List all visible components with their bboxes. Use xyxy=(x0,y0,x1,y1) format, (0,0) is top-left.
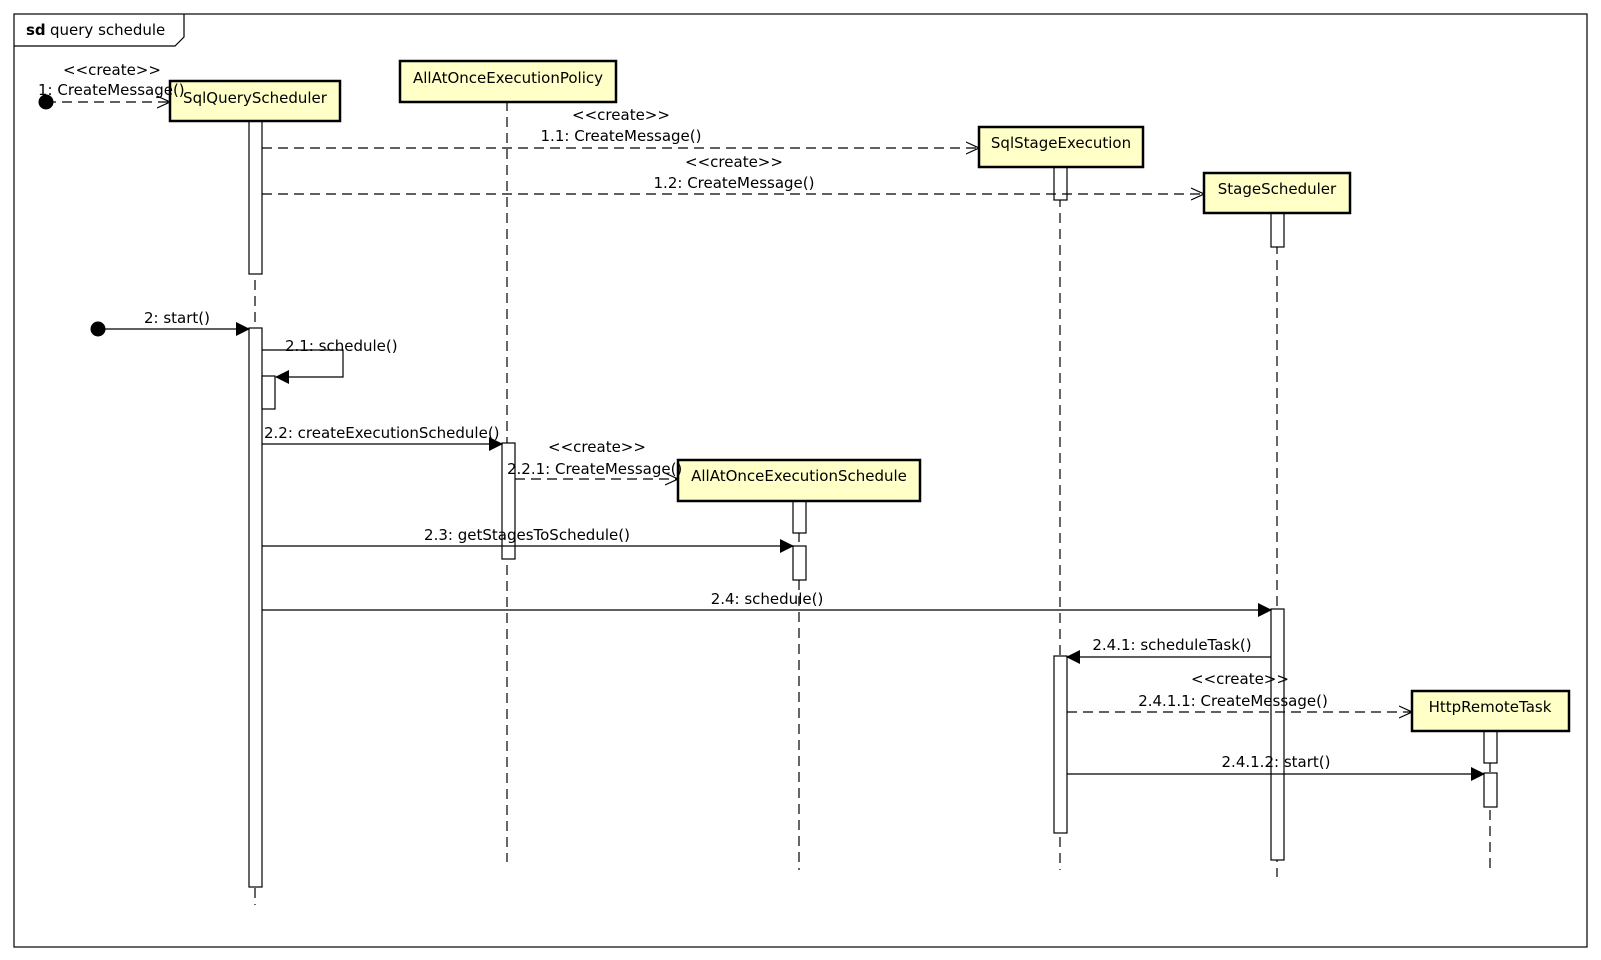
message-label: 2: start() xyxy=(144,309,210,327)
message-stereotype: <<create>> xyxy=(685,153,783,171)
message-label: 2.4.1.1: CreateMessage() xyxy=(1138,692,1328,710)
activation-bar xyxy=(792,545,807,581)
lifeline-box-sched[interactable]: AllAtOnceExecutionSchedule xyxy=(676,458,922,503)
lifeline-box-policy[interactable]: AllAtOnceExecutionPolicy xyxy=(398,59,618,104)
message-label: 2.3: getStagesToSchedule() xyxy=(424,526,630,544)
message-stereotype: <<create>> xyxy=(548,438,646,456)
lifeline-box-ss[interactable]: StageScheduler xyxy=(1202,171,1352,215)
message-stereotype: <<create>> xyxy=(572,106,670,124)
activation-bar xyxy=(1053,655,1068,834)
message-label: 1: CreateMessage() xyxy=(38,81,185,99)
message-label: 2.2: createExecutionSchedule() xyxy=(264,424,500,442)
activation-bar xyxy=(261,375,276,410)
message-stereotype: <<create>> xyxy=(1191,670,1289,688)
lifeline-label: AllAtOnceExecutionPolicy xyxy=(413,69,603,87)
message-label: 1.2: CreateMessage() xyxy=(654,174,815,192)
activation-bar xyxy=(248,119,263,275)
frame-title: query schedule xyxy=(50,21,165,39)
frame-keyword: sd xyxy=(26,21,46,39)
lifeline-label: SqlStageExecution xyxy=(991,134,1131,152)
message-label: 1.1: CreateMessage() xyxy=(541,127,702,145)
activation-bar xyxy=(501,442,516,560)
activation-bar xyxy=(1483,729,1498,764)
activation-bar xyxy=(1053,164,1068,201)
self-message-arrow xyxy=(262,349,344,384)
activation-bar xyxy=(792,499,807,534)
lifeline-label: AllAtOnceExecutionSchedule xyxy=(691,467,907,485)
lifeline-label: StageScheduler xyxy=(1218,180,1337,198)
activation-bar xyxy=(248,327,263,888)
lifeline-box-sse[interactable]: SqlStageExecution xyxy=(977,125,1145,169)
message-label: 2.4.1.2: start() xyxy=(1222,753,1331,771)
lifeline-label: HttpRemoteTask xyxy=(1429,698,1552,716)
activation-bar xyxy=(1483,772,1498,808)
lifeline-box-sqs[interactable]: SqlQueryScheduler xyxy=(168,79,342,123)
activation-bar xyxy=(1270,211,1285,248)
message-label: 2.2.1: CreateMessage() xyxy=(507,460,682,478)
message-label: 2.1: schedule() xyxy=(285,337,398,355)
message-label: 2.4: schedule() xyxy=(711,590,824,608)
frame: sd query schedule xyxy=(13,13,1588,948)
lifeline-box-hrt[interactable]: HttpRemoteTask xyxy=(1410,689,1571,733)
message-label: 2.4.1: scheduleTask() xyxy=(1092,636,1251,654)
message-stereotype: <<create>> xyxy=(63,61,161,79)
activation-bar xyxy=(1270,608,1285,861)
lifeline-label: SqlQueryScheduler xyxy=(183,89,328,107)
